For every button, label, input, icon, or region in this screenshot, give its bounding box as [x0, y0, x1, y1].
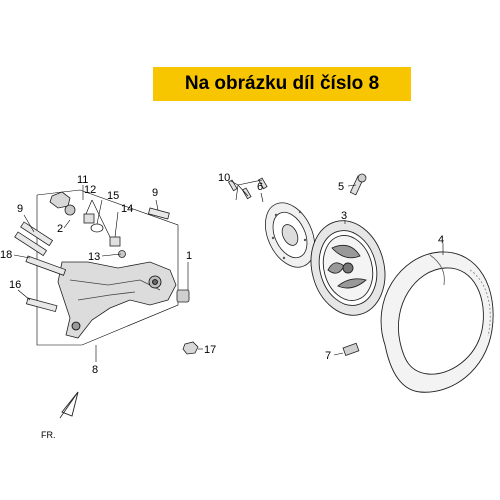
bolt-9-top — [147, 207, 170, 220]
bracket-part-8 — [57, 261, 177, 339]
weight-part-7 — [333, 342, 360, 357]
label-part-12: 12 — [84, 184, 96, 196]
washer-2 — [64, 204, 76, 216]
label-part-11: 11 — [77, 174, 88, 186]
oring-15 — [90, 223, 104, 233]
swingarm-assembly — [13, 185, 203, 362]
label-part-18: 18 — [0, 249, 12, 261]
label-part-4: 4 — [438, 234, 444, 246]
part-labels: 1 2 3 4 5 6 7 8 9 9 10 11 12 13 14 15 16… — [0, 172, 444, 440]
disc-bolts-10 — [227, 177, 268, 200]
label-part-10: 10 — [218, 172, 230, 184]
wheel-rim-part-3 — [310, 220, 386, 316]
label-part-7: 7 — [325, 350, 331, 362]
part-number-banner: Na obrázku díl číslo 8 — [153, 67, 411, 101]
direction-label: FR. — [41, 430, 56, 440]
bushing-14 — [109, 236, 121, 247]
bolt-16 — [25, 297, 58, 313]
label-part-8: 8 — [92, 364, 98, 376]
label-part-13: 13 — [88, 251, 100, 263]
tire-part-4 — [380, 243, 494, 393]
bolt-18 — [25, 255, 67, 276]
brake-disc-assembly — [227, 177, 315, 268]
label-part-3: 3 — [341, 210, 347, 222]
assembly-outline — [36, 189, 179, 346]
label-part-9-left: 9 — [17, 203, 23, 215]
label-part-16: 16 — [9, 279, 21, 291]
nut-17 — [182, 341, 199, 355]
valve-part-5 — [347, 173, 367, 196]
label-part-17: 17 — [204, 344, 216, 356]
label-part-15: 15 — [107, 190, 119, 202]
banner-text: Na obrázku díl číslo 8 — [184, 73, 380, 94]
label-part-2: 2 — [57, 223, 63, 235]
bushing-12 — [83, 213, 95, 224]
label-part-5: 5 — [338, 181, 344, 193]
bolt-9-left — [14, 221, 54, 257]
front-direction-arrow-icon — [59, 391, 79, 419]
label-part-1: 1 — [186, 250, 192, 262]
label-part-9-top: 9 — [152, 187, 158, 199]
label-part-14: 14 — [121, 203, 133, 215]
label-part-6: 6 — [257, 181, 263, 193]
